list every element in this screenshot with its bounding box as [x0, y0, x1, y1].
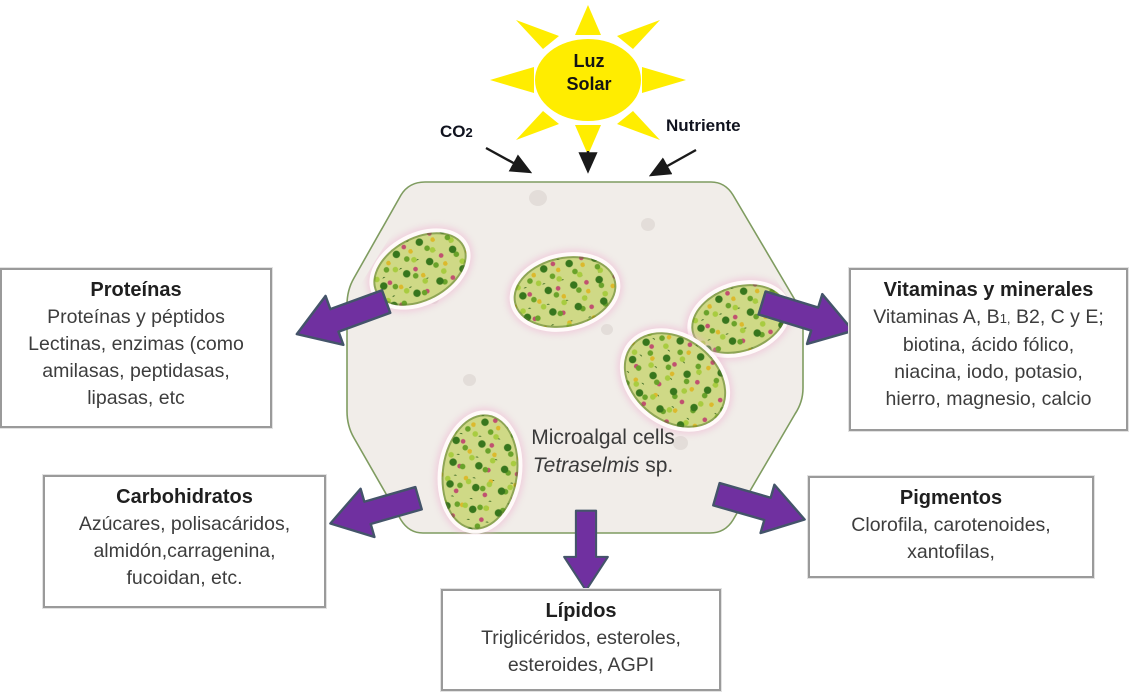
carbohidratos-line: almidón,carragenina, — [93, 540, 276, 562]
debris-dot — [463, 374, 476, 386]
pigmentos-line: xantofilas, — [907, 541, 995, 563]
carbohidratos-box: Carbohidratos Azúcares, polisacáridos, a… — [43, 475, 326, 608]
sun-label-line2: Solar — [566, 74, 612, 94]
vitaminas-line: niacina, iodo, potasio, — [894, 361, 1083, 383]
proteinas-title: Proteínas — [90, 279, 182, 301]
arrow-to-lipidos-icon — [563, 509, 609, 592]
vitaminas-line: Vitaminas A, B1, B2, C y E; — [873, 306, 1104, 328]
pigmentos-title: Pigmentos — [899, 487, 1003, 509]
proteinas-line: Proteínas y péptidos — [47, 306, 225, 328]
debris-dot — [529, 190, 547, 206]
proteinas-line: Lectinas, enzimas (como — [28, 333, 244, 355]
nutrient-label: Nutriente — [666, 116, 741, 135]
vitaminas-box: Vitaminas y minerales Vitaminas A, B1, B… — [849, 268, 1128, 431]
arrow-to-proteinas-icon — [295, 289, 392, 347]
debris-dot — [673, 436, 688, 450]
proteinas-line: lipasas, etc — [87, 387, 185, 409]
micrograph-caption: Microalgal cells Tetraselmis sp. — [483, 424, 723, 480]
sun-label-line1: Luz — [573, 51, 605, 71]
arrow-to-carbohidratos-icon — [329, 485, 423, 539]
lipidos-line: esteroides, AGPI — [507, 654, 655, 676]
pigmentos-line: Clorofila, carotenoides, — [851, 514, 1051, 536]
lipidos-box: Lípidos Triglicéridos, esteroles, estero… — [441, 589, 721, 691]
arrow-to-pigmentos-icon — [712, 481, 806, 535]
caption-line2: Tetraselmis sp. — [532, 454, 674, 477]
vitaminas-line: biotina, ácido fólico, — [902, 334, 1075, 356]
co2-label: CO2 — [440, 122, 473, 141]
carbohidratos-line: Azúcares, polisacáridos, — [78, 513, 291, 535]
vitaminas-title: Vitaminas y minerales — [883, 279, 1094, 301]
proteinas-box: Proteínas Proteínas y péptidos Lectinas,… — [0, 268, 272, 428]
lipidos-title: Lípidos — [545, 600, 617, 622]
carbohidratos-title: Carbohidratos — [116, 486, 253, 508]
sun-icon — [490, 5, 686, 155]
caption-line1: Microalgal cells — [531, 426, 675, 449]
sun-label: Luz Solar — [530, 50, 648, 96]
pigmentos-box: Pigmentos Clorofila, carotenoides, xanto… — [808, 476, 1094, 578]
debris-dot — [641, 218, 655, 231]
carbohidratos-line: fucoidan, etc. — [126, 567, 243, 589]
lipidos-line: Triglicéridos, esteroles, — [481, 627, 681, 649]
arrow-to-vitaminas-icon — [757, 290, 855, 346]
debris-dot — [601, 324, 613, 335]
proteinas-line: amilasas, peptidasas, — [42, 360, 230, 382]
debris-dot — [429, 294, 439, 304]
vitaminas-line: hierro, magnesio, calcio — [885, 388, 1092, 410]
